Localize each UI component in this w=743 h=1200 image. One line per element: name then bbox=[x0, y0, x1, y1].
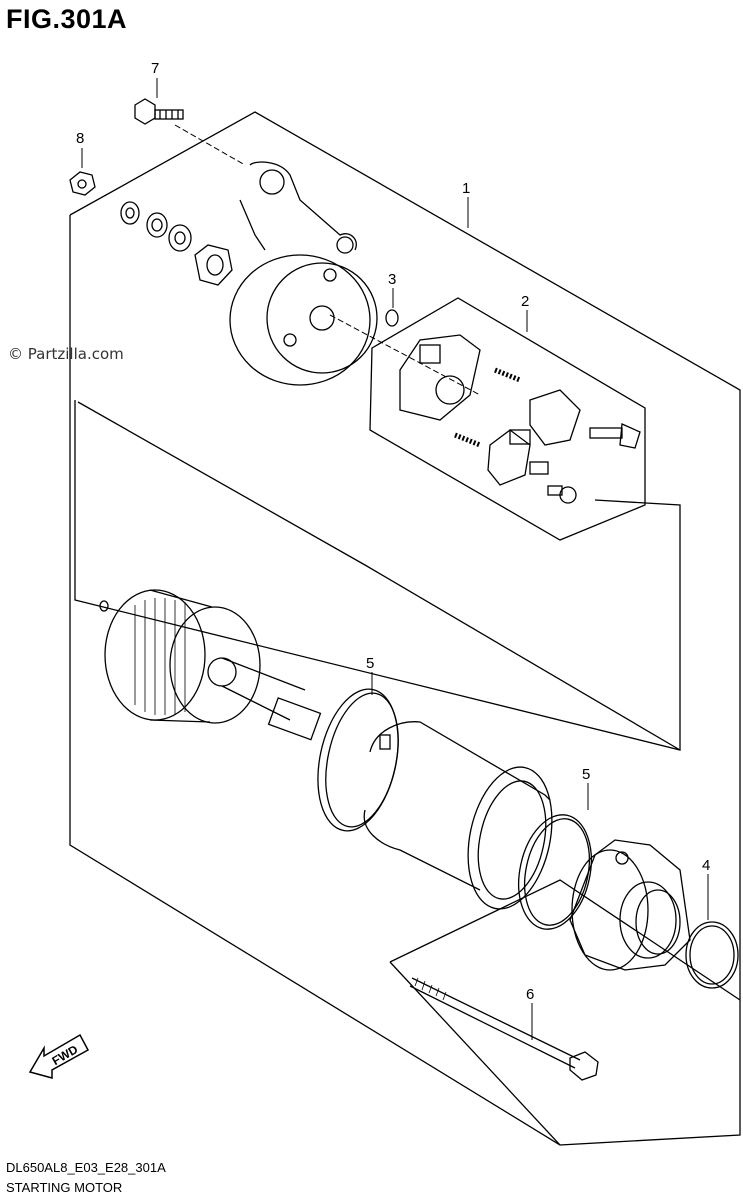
armature-box-lower bbox=[77, 401, 681, 751]
callout-3: 3 bbox=[388, 271, 396, 288]
callout-8: 8 bbox=[76, 130, 84, 147]
watermark: © Partzilla.com bbox=[8, 345, 124, 363]
front-housing bbox=[569, 839, 691, 971]
callout-5-lower: 5 bbox=[582, 766, 590, 783]
callout-6: 6 bbox=[526, 986, 534, 1003]
brush-holder-box bbox=[369, 297, 646, 541]
leader-lines bbox=[81, 78, 709, 1040]
armature bbox=[99, 589, 322, 741]
bolt-6 bbox=[409, 977, 599, 1081]
end-housing bbox=[229, 161, 378, 386]
o-ring-4 bbox=[685, 921, 739, 989]
callout-4: 4 bbox=[702, 857, 710, 874]
figure-code: DL650AL8_E03_E28_301A bbox=[6, 1160, 166, 1175]
callout-1: 1 bbox=[462, 180, 470, 197]
bolt-7 bbox=[134, 98, 184, 125]
figure-name: STARTING MOTOR bbox=[6, 1180, 123, 1195]
fwd-arrow-icon: FWD bbox=[28, 1033, 90, 1079]
o-ring-5-upper bbox=[317, 688, 399, 832]
bolt-box bbox=[389, 879, 741, 1001]
o-ring-5-lower bbox=[518, 814, 592, 930]
assembly-outline bbox=[69, 111, 741, 1146]
washer-3 bbox=[385, 309, 399, 327]
callout-7: 7 bbox=[151, 60, 159, 77]
washers bbox=[120, 201, 233, 286]
brush-holder bbox=[399, 334, 641, 504]
yoke bbox=[363, 721, 553, 910]
callout-5-upper: 5 bbox=[366, 655, 374, 672]
figure-title: FIG.301A bbox=[6, 4, 128, 34]
callout-2: 2 bbox=[521, 293, 529, 310]
nut-8 bbox=[69, 171, 96, 196]
